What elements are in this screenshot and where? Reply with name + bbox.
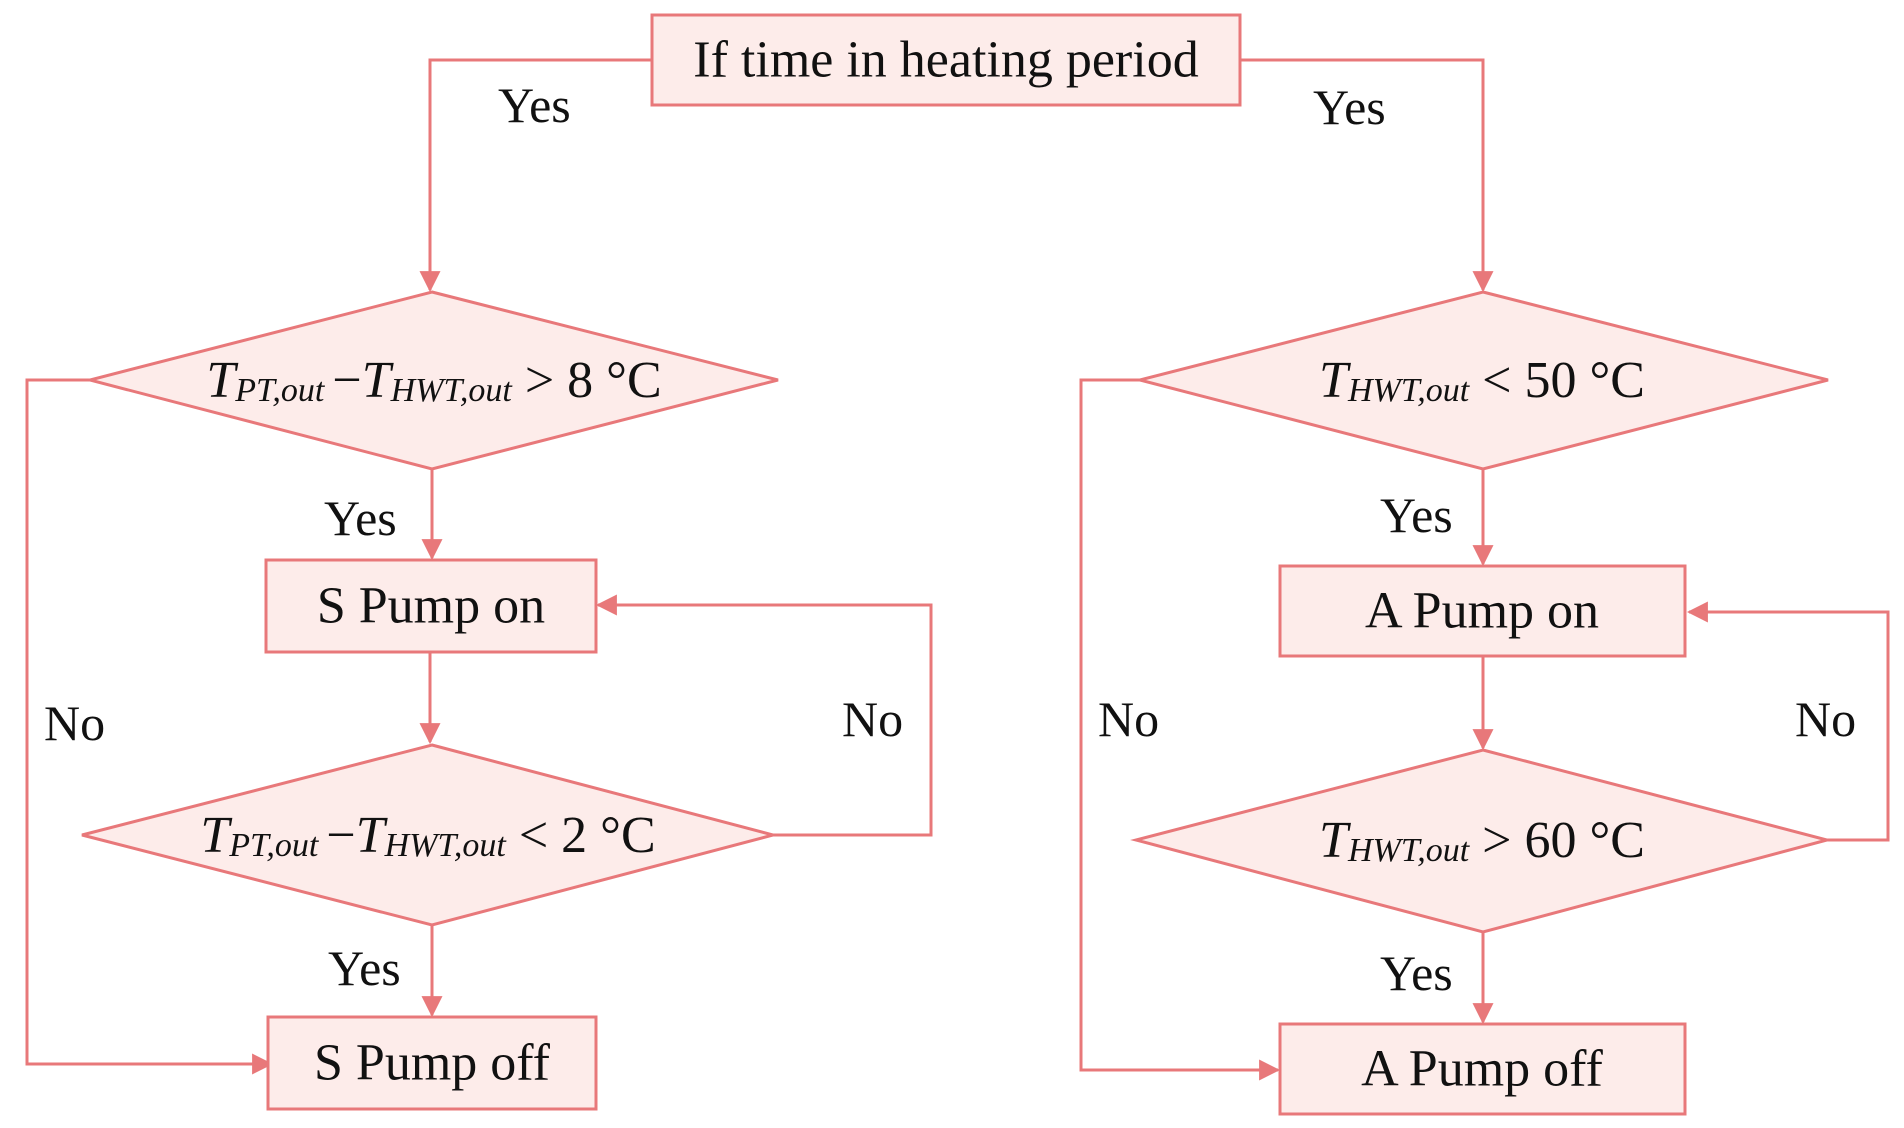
edge-label-right-cond2-no: No <box>1795 691 1856 747</box>
edge-label-left-cond1-no: No <box>44 695 105 751</box>
edge-left-cond1-no <box>25 378 274 1075</box>
node-s-pump-off-label: S Pump off <box>314 1035 551 1092</box>
node-cond-s-on-label: TPT,out−THWT,out > 8 °C <box>206 352 661 409</box>
node-cond-s-off: TPT,out−THWT,out < 2 °C <box>81 743 779 927</box>
edge-label-right-cond2-yes: Yes <box>1380 945 1453 1001</box>
edge-start-to-left <box>419 58 652 293</box>
node-cond-a-off: THWT,out > 60 °C <box>1130 748 1833 934</box>
node-cond-a-off-label: THWT,out > 60 °C <box>1319 812 1645 869</box>
edge-label-start-left: Yes <box>498 77 571 133</box>
node-start-label: If time in heating period <box>693 32 1198 89</box>
node-a-pump-off: A Pump off <box>1278 1022 1687 1116</box>
node-a-pump-on: A Pump on <box>1278 564 1687 658</box>
edge-label-start-right: Yes <box>1313 79 1386 135</box>
node-cond-a-on-label: THWT,out < 50 °C <box>1319 352 1645 409</box>
node-start: If time in heating period <box>650 13 1242 107</box>
edge-label-left-cond2-no: No <box>842 691 903 747</box>
node-a-pump-off-label: A Pump off <box>1361 1041 1603 1098</box>
node-cond-a-on: THWT,out < 50 °C <box>1139 290 1829 471</box>
edge-right-cond1-no <box>1079 378 1281 1081</box>
edge-start-to-right <box>1240 58 1494 293</box>
node-a-pump-on-label: A Pump on <box>1365 583 1599 640</box>
node-cond-s-off-label: TPT,out−THWT,out < 2 °C <box>200 807 655 864</box>
node-cond-s-on: TPT,out−THWT,out > 8 °C <box>84 290 779 471</box>
node-s-pump-on: S Pump on <box>264 558 598 654</box>
edge-label-left-cond1-yes: Yes <box>324 490 397 546</box>
edge-left-cond2-no <box>595 594 933 837</box>
edge-label-right-cond1-yes: Yes <box>1380 487 1453 543</box>
edge-label-right-cond1-no: No <box>1098 691 1159 747</box>
edge-right-cond2-no <box>1686 601 1890 842</box>
edge-label-left-cond2-yes: Yes <box>328 940 401 996</box>
node-s-pump-on-label: S Pump on <box>317 578 545 635</box>
node-s-pump-off: S Pump off <box>266 1015 598 1111</box>
